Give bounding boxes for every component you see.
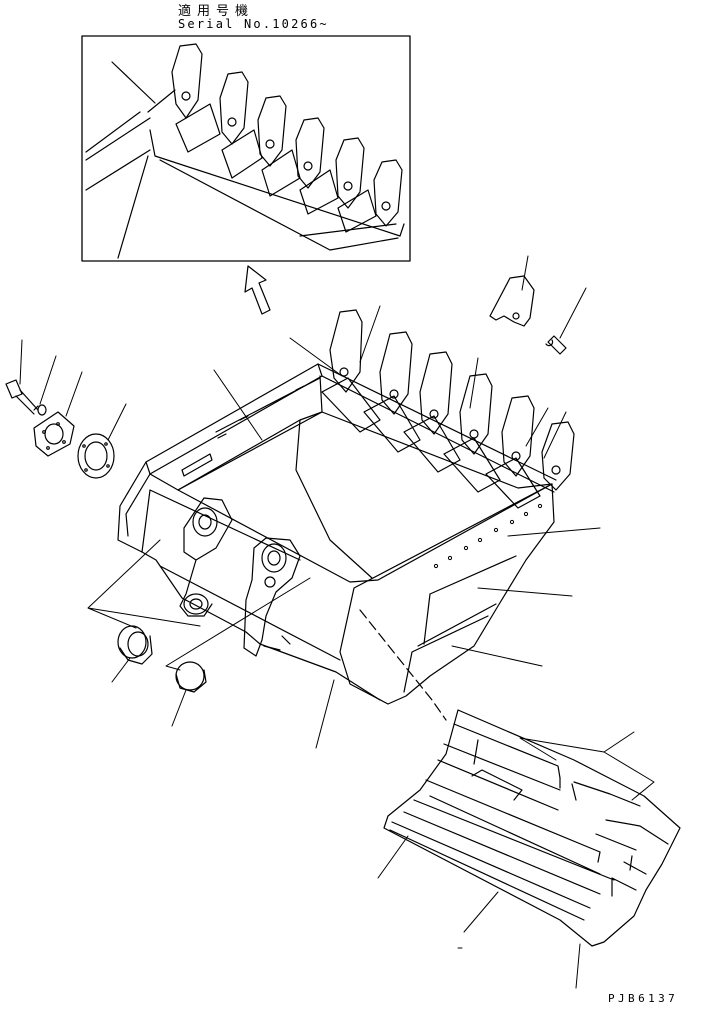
bucket-tooth-4 [460,374,492,454]
bucket-slot [182,454,212,476]
arrow-to-detail [245,266,270,314]
leader-liner-left [378,836,408,878]
liner-plate-partitions [474,740,632,896]
inset-teeth-row [172,44,402,232]
inset-lip-bottom [160,160,398,250]
inset-leader [112,62,155,258]
washer [38,405,46,415]
leader-wear-plate-upper [478,588,572,596]
inset-tooth-1 [172,44,202,118]
leader-wear-plate-lower [452,646,542,666]
bucket-rear-wall [150,376,322,490]
leader-lines [20,256,654,988]
loose-parts-left [6,380,206,692]
bucket-link-bracket [244,538,300,656]
bucket-side-holes [434,504,541,567]
inset-tooth-2 [220,72,248,144]
flanged-bushing [118,626,152,664]
bucket-back-floor [296,420,372,578]
bucket-centerline [360,610,446,720]
applicable-models-label: 適用号機 [178,4,255,19]
plain-bushing [176,662,206,692]
inset-bucket-edge [86,112,150,190]
bucket-adapter-lugs [322,378,540,508]
bolt [6,380,38,414]
inset-tooth-6 [374,160,402,226]
flange-plate [34,412,74,456]
leader-side-plate [508,528,600,536]
leader-liner-group [520,732,654,800]
leader-inner-bottom [290,338,342,376]
liner-plate-panel [384,710,680,946]
inset-tooth-5 [336,138,364,208]
bucket-tooth-6 [542,422,574,490]
bucket-right-wear-plates [404,556,516,692]
bucket-left-side-inner [126,474,340,660]
leader-flange [66,372,82,416]
liner-plate-outline [384,710,680,946]
leader-bucket-body [316,680,334,748]
leader-tooth-6 [544,412,566,458]
leader-bushing-upper [88,540,200,628]
leader-tooth-pin [560,288,586,338]
leader-tooth-4 [470,358,478,408]
leader-bolt [20,340,22,384]
leader-liner-right [576,944,580,988]
leader-tooth-1 [360,306,380,362]
bucket-tooth-5 [502,396,534,476]
bucket-upper-boss [180,498,232,616]
leader-washer [40,356,56,404]
drawing-code: PJB6137 [608,992,679,1005]
serial-number-label: Serial No.10266~ [178,17,329,31]
leader-tooth-5 [526,408,548,446]
shim-ring [78,434,114,478]
leader-liner-center [464,892,498,932]
leader-bushing-lower [166,578,310,670]
inset-detail-view [82,36,410,261]
bucket-lip [318,364,556,492]
leader-rail [214,370,262,440]
liner-plate-strips [390,724,668,920]
bucket-opening [178,412,552,582]
tooth-pin [546,336,566,354]
bucket-right-side-plate [340,484,554,704]
inset-frame [82,36,410,261]
leader-replacement-tooth [522,256,528,290]
bucket-assembly [118,310,574,720]
inset-tooth-3 [258,96,286,166]
inset-adapter-lugs [176,104,376,232]
leader-shim [108,404,126,440]
bucket-left-side [118,462,380,700]
inset-side-plate [148,90,404,236]
leader-plain-bushing [172,690,186,726]
bucket-teeth-row [322,310,574,508]
replacement-tooth [490,276,534,326]
bucket-rear-rail-detail [216,378,320,438]
leader-bushing-flanged [112,658,130,682]
